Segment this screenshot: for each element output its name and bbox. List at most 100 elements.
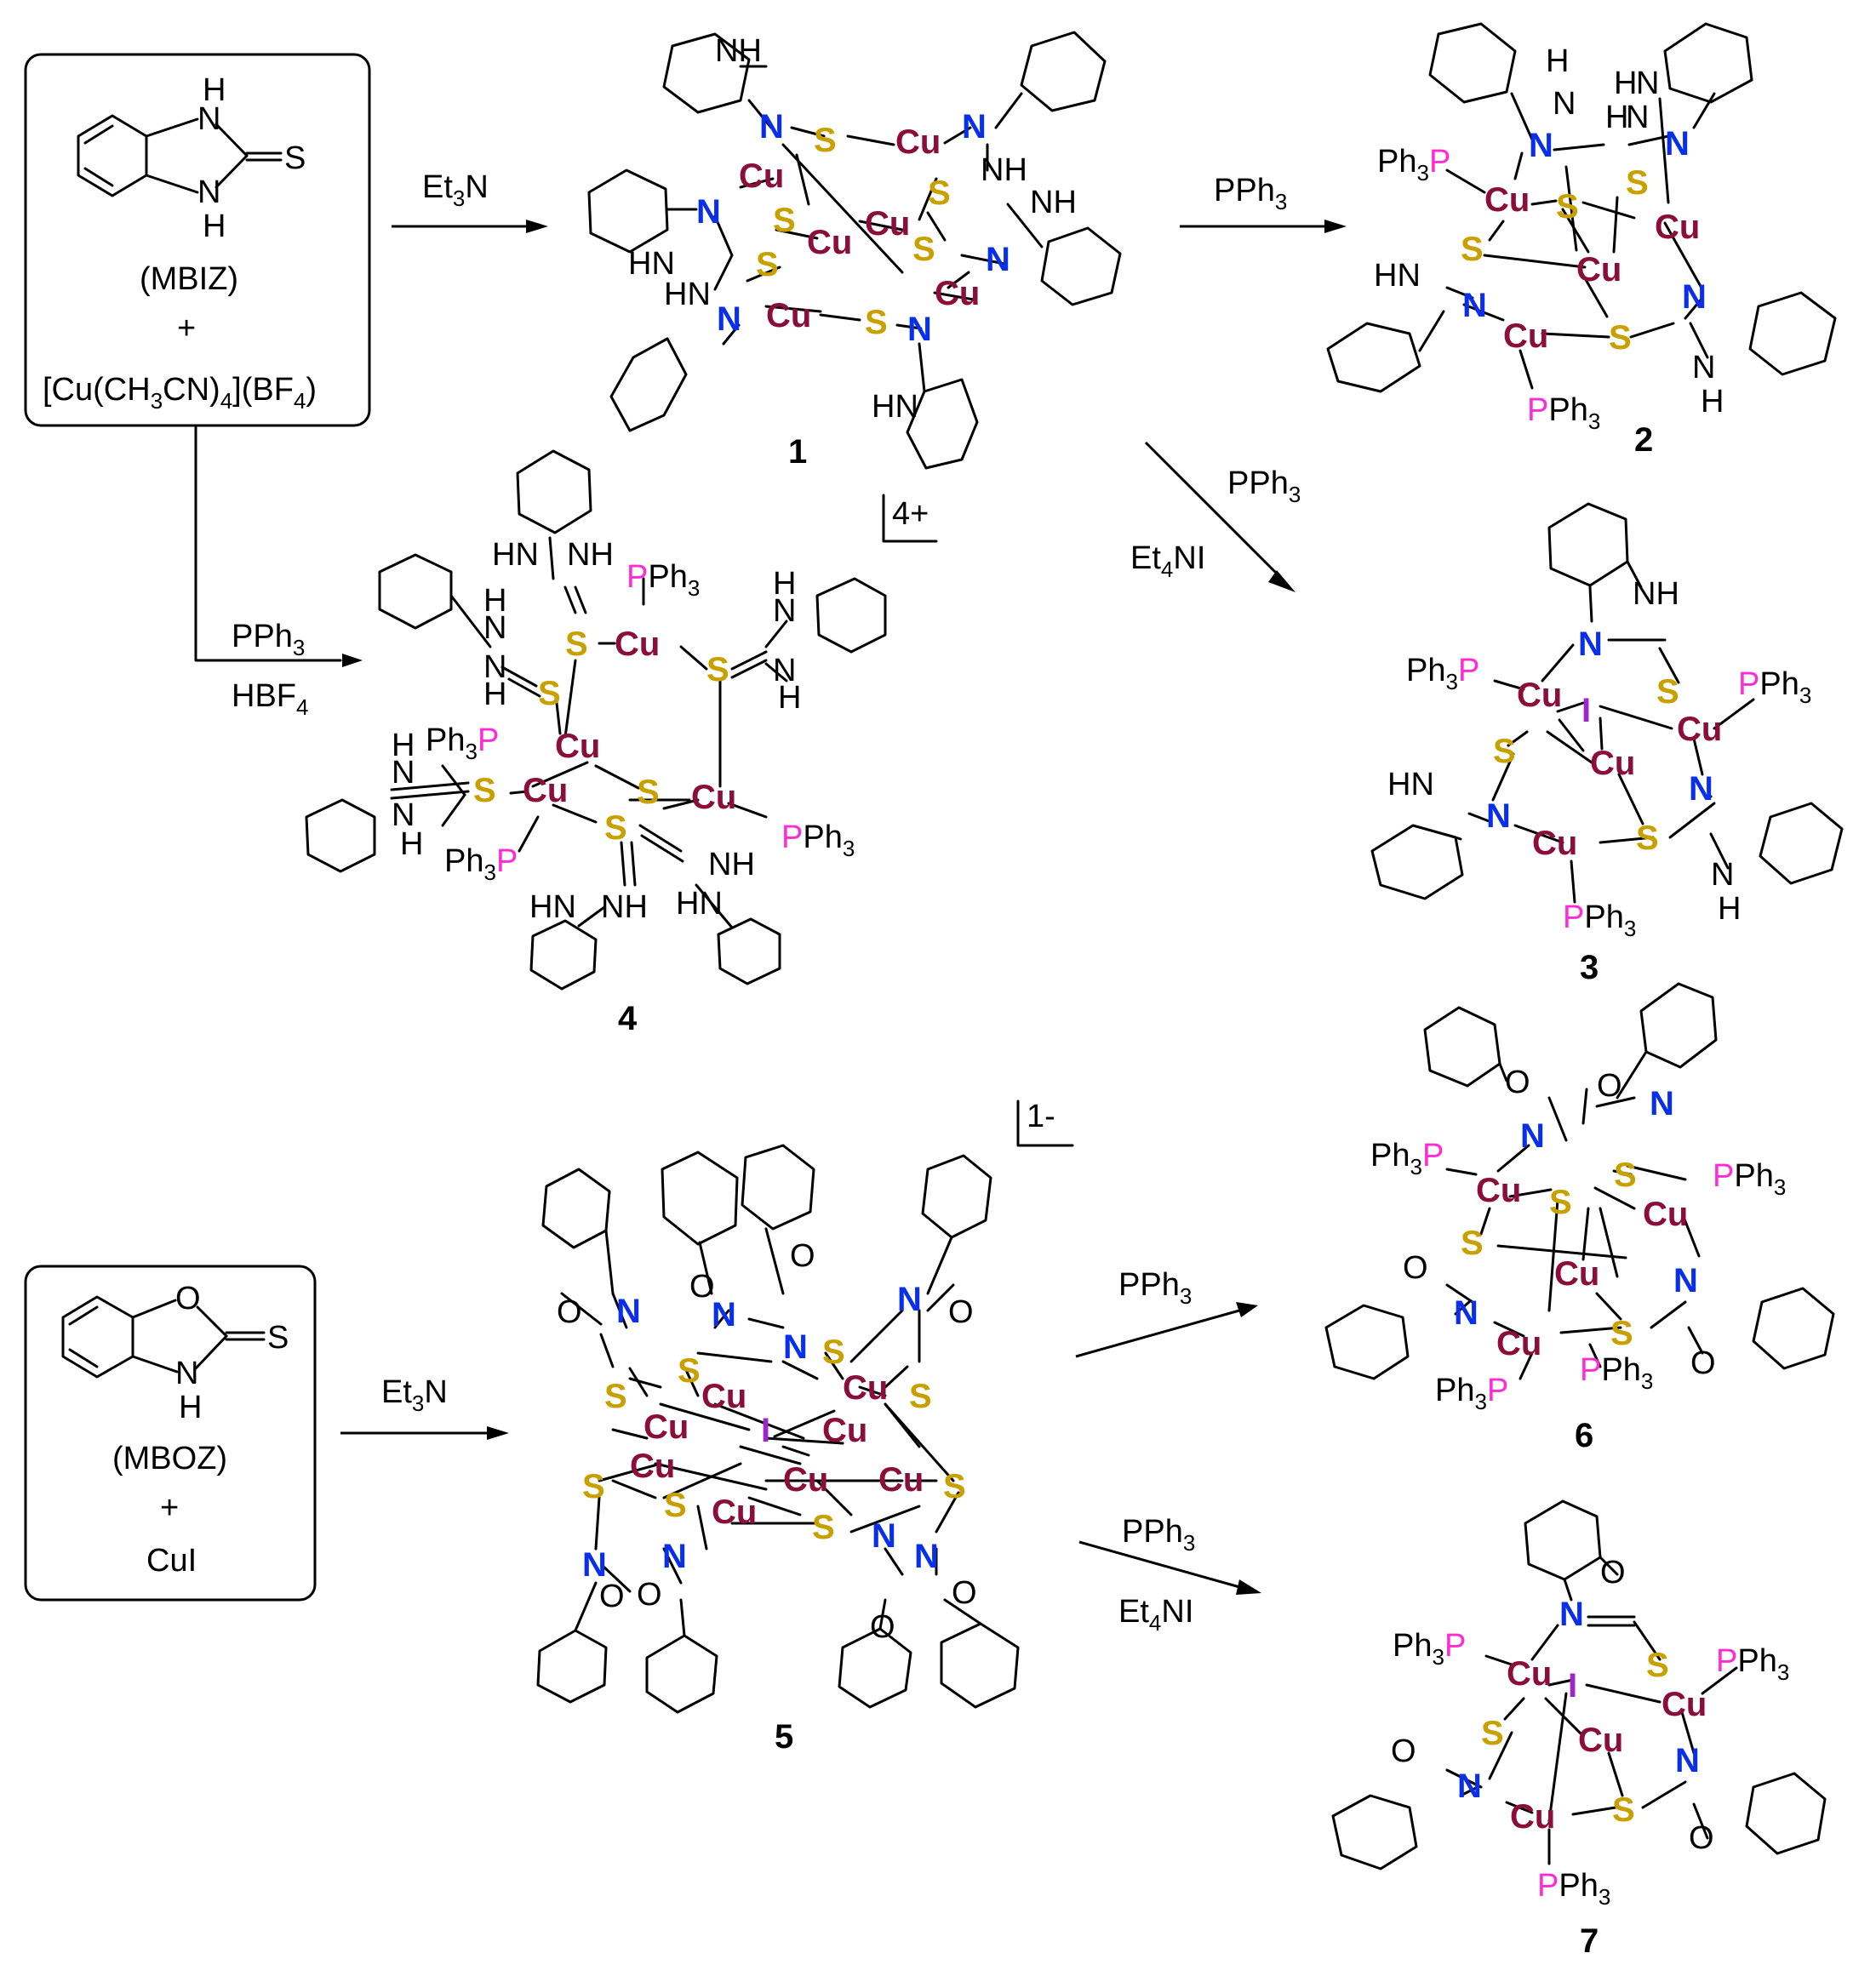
- c3-ph3p-1: Ph3P: [1406, 653, 1479, 694]
- c1-cu-1: Cu: [895, 123, 941, 161]
- arrow-4-reagent-1: PPh3: [232, 619, 305, 660]
- c6-o-1: O: [1505, 1065, 1530, 1100]
- c2-hn-1: HN: [1374, 258, 1421, 294]
- c2-s-1: S: [1626, 164, 1649, 202]
- compound-1-number: 1: [788, 433, 807, 471]
- c4-charge: 4+: [892, 496, 929, 532]
- c1-hn-2: HN: [664, 277, 711, 312]
- reactant-box-mbiz: [24, 53, 371, 427]
- mbiz-h2: H: [203, 208, 226, 244]
- c4-nh-2: NH: [708, 847, 755, 882]
- c1-s-5: S: [756, 246, 779, 283]
- c4-pph3-2: PPh3: [781, 820, 855, 861]
- c1-nh-1: NH: [715, 33, 762, 69]
- c3-n-3: N: [1486, 797, 1511, 835]
- c5-cu-1: Cu: [701, 1378, 746, 1415]
- c4-ph3p-1: Ph3P: [426, 722, 499, 764]
- c3-s-2: S: [1493, 733, 1516, 770]
- compound-2-number: 2: [1634, 421, 1653, 459]
- c4-h-2: H: [483, 583, 506, 619]
- compound-3-number: 3: [1580, 949, 1599, 986]
- c5-cu-5: Cu: [630, 1448, 675, 1485]
- arrow-7-reagent-1: PPh3: [1122, 1514, 1195, 1556]
- compound-5-skeleton: [536, 1144, 1020, 1714]
- c2-ph3p-1: Ph3P: [1377, 144, 1450, 186]
- arrow-7-head: [1236, 1579, 1261, 1595]
- c5-n-3: N: [897, 1281, 922, 1318]
- mbiz-n2: N: [197, 174, 220, 210]
- c5-o-4: O: [948, 1294, 974, 1330]
- c3-nh-2: N: [1711, 857, 1734, 893]
- c5-charge-bracket: [1016, 1099, 1074, 1147]
- c6-ph3p-1: Ph3P: [1370, 1138, 1444, 1179]
- compound-5-number: 5: [775, 1718, 793, 1756]
- c4-nh-1: NH: [567, 537, 614, 573]
- c7-cu-3: Cu: [1578, 1722, 1623, 1759]
- c7-s-2: S: [1481, 1715, 1504, 1752]
- c2-hn-top: H: [1546, 43, 1569, 79]
- arrow-3-reagent-1: PPh3: [1227, 465, 1301, 507]
- c4-s-5: S: [637, 774, 660, 811]
- c4-h-4: H: [483, 677, 506, 712]
- c5-s-5: S: [582, 1468, 605, 1505]
- c4-s-6: S: [604, 809, 627, 847]
- c3-h-2: H: [1718, 891, 1741, 927]
- c6-cu-3: Cu: [1554, 1255, 1599, 1293]
- c7-o-2: O: [1391, 1733, 1416, 1769]
- c4-h-1: H: [773, 566, 796, 602]
- cui-salt: CuI: [146, 1543, 197, 1579]
- mboz-n: N: [175, 1356, 198, 1391]
- c4-charge-bracket: [882, 494, 938, 543]
- c1-cu-4: Cu: [865, 205, 910, 243]
- mboz-plus: +: [160, 1490, 179, 1526]
- c7-n-3: N: [1457, 1768, 1482, 1805]
- c4-ph3p-2: Ph3P: [444, 843, 518, 885]
- c5-n-5: N: [872, 1517, 896, 1555]
- arrow-1-reagent: Et3N: [422, 169, 489, 211]
- c2-s-2: S: [1556, 188, 1579, 226]
- c2-cu-3: Cu: [1576, 251, 1621, 288]
- arrow-6-reagent: PPh3: [1118, 1267, 1192, 1309]
- c1-cu-3: Cu: [807, 224, 852, 261]
- c7-s-3: S: [1612, 1791, 1635, 1829]
- cu-salt-formula: [Cu(CH3CN)4](BF4): [43, 372, 317, 414]
- c4-n-3: N: [773, 653, 796, 688]
- c1-n-4: N: [986, 241, 1010, 278]
- mbiz-n1: N: [197, 101, 220, 137]
- c1-s-1: S: [814, 122, 837, 159]
- c4-hn-2: HN: [529, 889, 576, 925]
- c1-n-5: N: [717, 300, 741, 338]
- c3-iodide: I: [1581, 692, 1591, 729]
- c1-s-3: S: [773, 202, 796, 239]
- c1-n-1: N: [759, 108, 784, 146]
- c3-nh-1: NH: [1633, 576, 1679, 612]
- c4-s-3: S: [538, 675, 561, 712]
- c5-s-7: S: [664, 1487, 687, 1524]
- c7-cu-1: Cu: [1507, 1655, 1552, 1693]
- c1-s-2: S: [928, 174, 951, 212]
- c3-cu-3: Cu: [1590, 745, 1635, 782]
- c7-o-3: O: [1689, 1820, 1714, 1856]
- arrow-2-head: [1324, 220, 1347, 233]
- compound-2-skeleton: [1326, 22, 1837, 393]
- arrow-3: [1144, 441, 1284, 580]
- c2-s-4: S: [1609, 319, 1632, 357]
- c1-cu-6: Cu: [766, 297, 811, 334]
- arrow-5-reagent: Et3N: [381, 1374, 448, 1416]
- c5-s-8: S: [812, 1509, 835, 1546]
- arrow-1-head: [526, 220, 548, 233]
- c4-hn-3: HN: [676, 886, 723, 922]
- c6-pph3-1: PPh3: [1713, 1158, 1786, 1200]
- arrow-3-reagent-2: Et4NI: [1130, 540, 1205, 582]
- c1-hn-1: HN: [628, 246, 675, 282]
- c1-s-6: S: [865, 304, 888, 341]
- compound-4-skeleton: [305, 449, 887, 991]
- c2-pph3-1: PPh3: [1527, 392, 1600, 434]
- mbiz-structure: [77, 114, 283, 197]
- c4-n-2: N: [483, 610, 506, 646]
- c7-iodide: I: [1568, 1667, 1577, 1705]
- c2-cu-2: Cu: [1655, 208, 1700, 246]
- c2-hn-b: H: [1614, 66, 1637, 101]
- mboz-s: S: [267, 1320, 289, 1356]
- arrow-7: [1078, 1540, 1244, 1590]
